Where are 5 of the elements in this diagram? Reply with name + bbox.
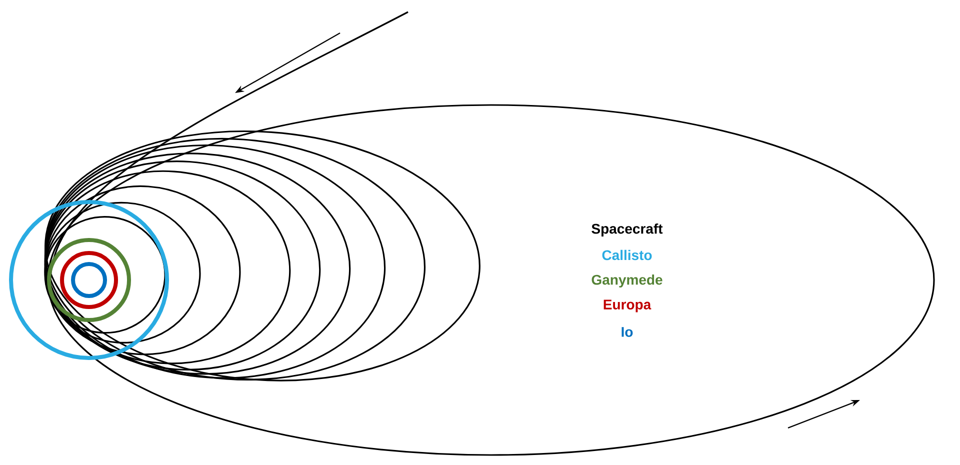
legend-label: Ganymede bbox=[592, 274, 662, 288]
legend-label: Spacecraft bbox=[592, 223, 663, 237]
legend-label: Io bbox=[622, 327, 633, 337]
legend-label: Callisto bbox=[602, 250, 652, 260]
legend-label: Europa bbox=[604, 300, 652, 312]
